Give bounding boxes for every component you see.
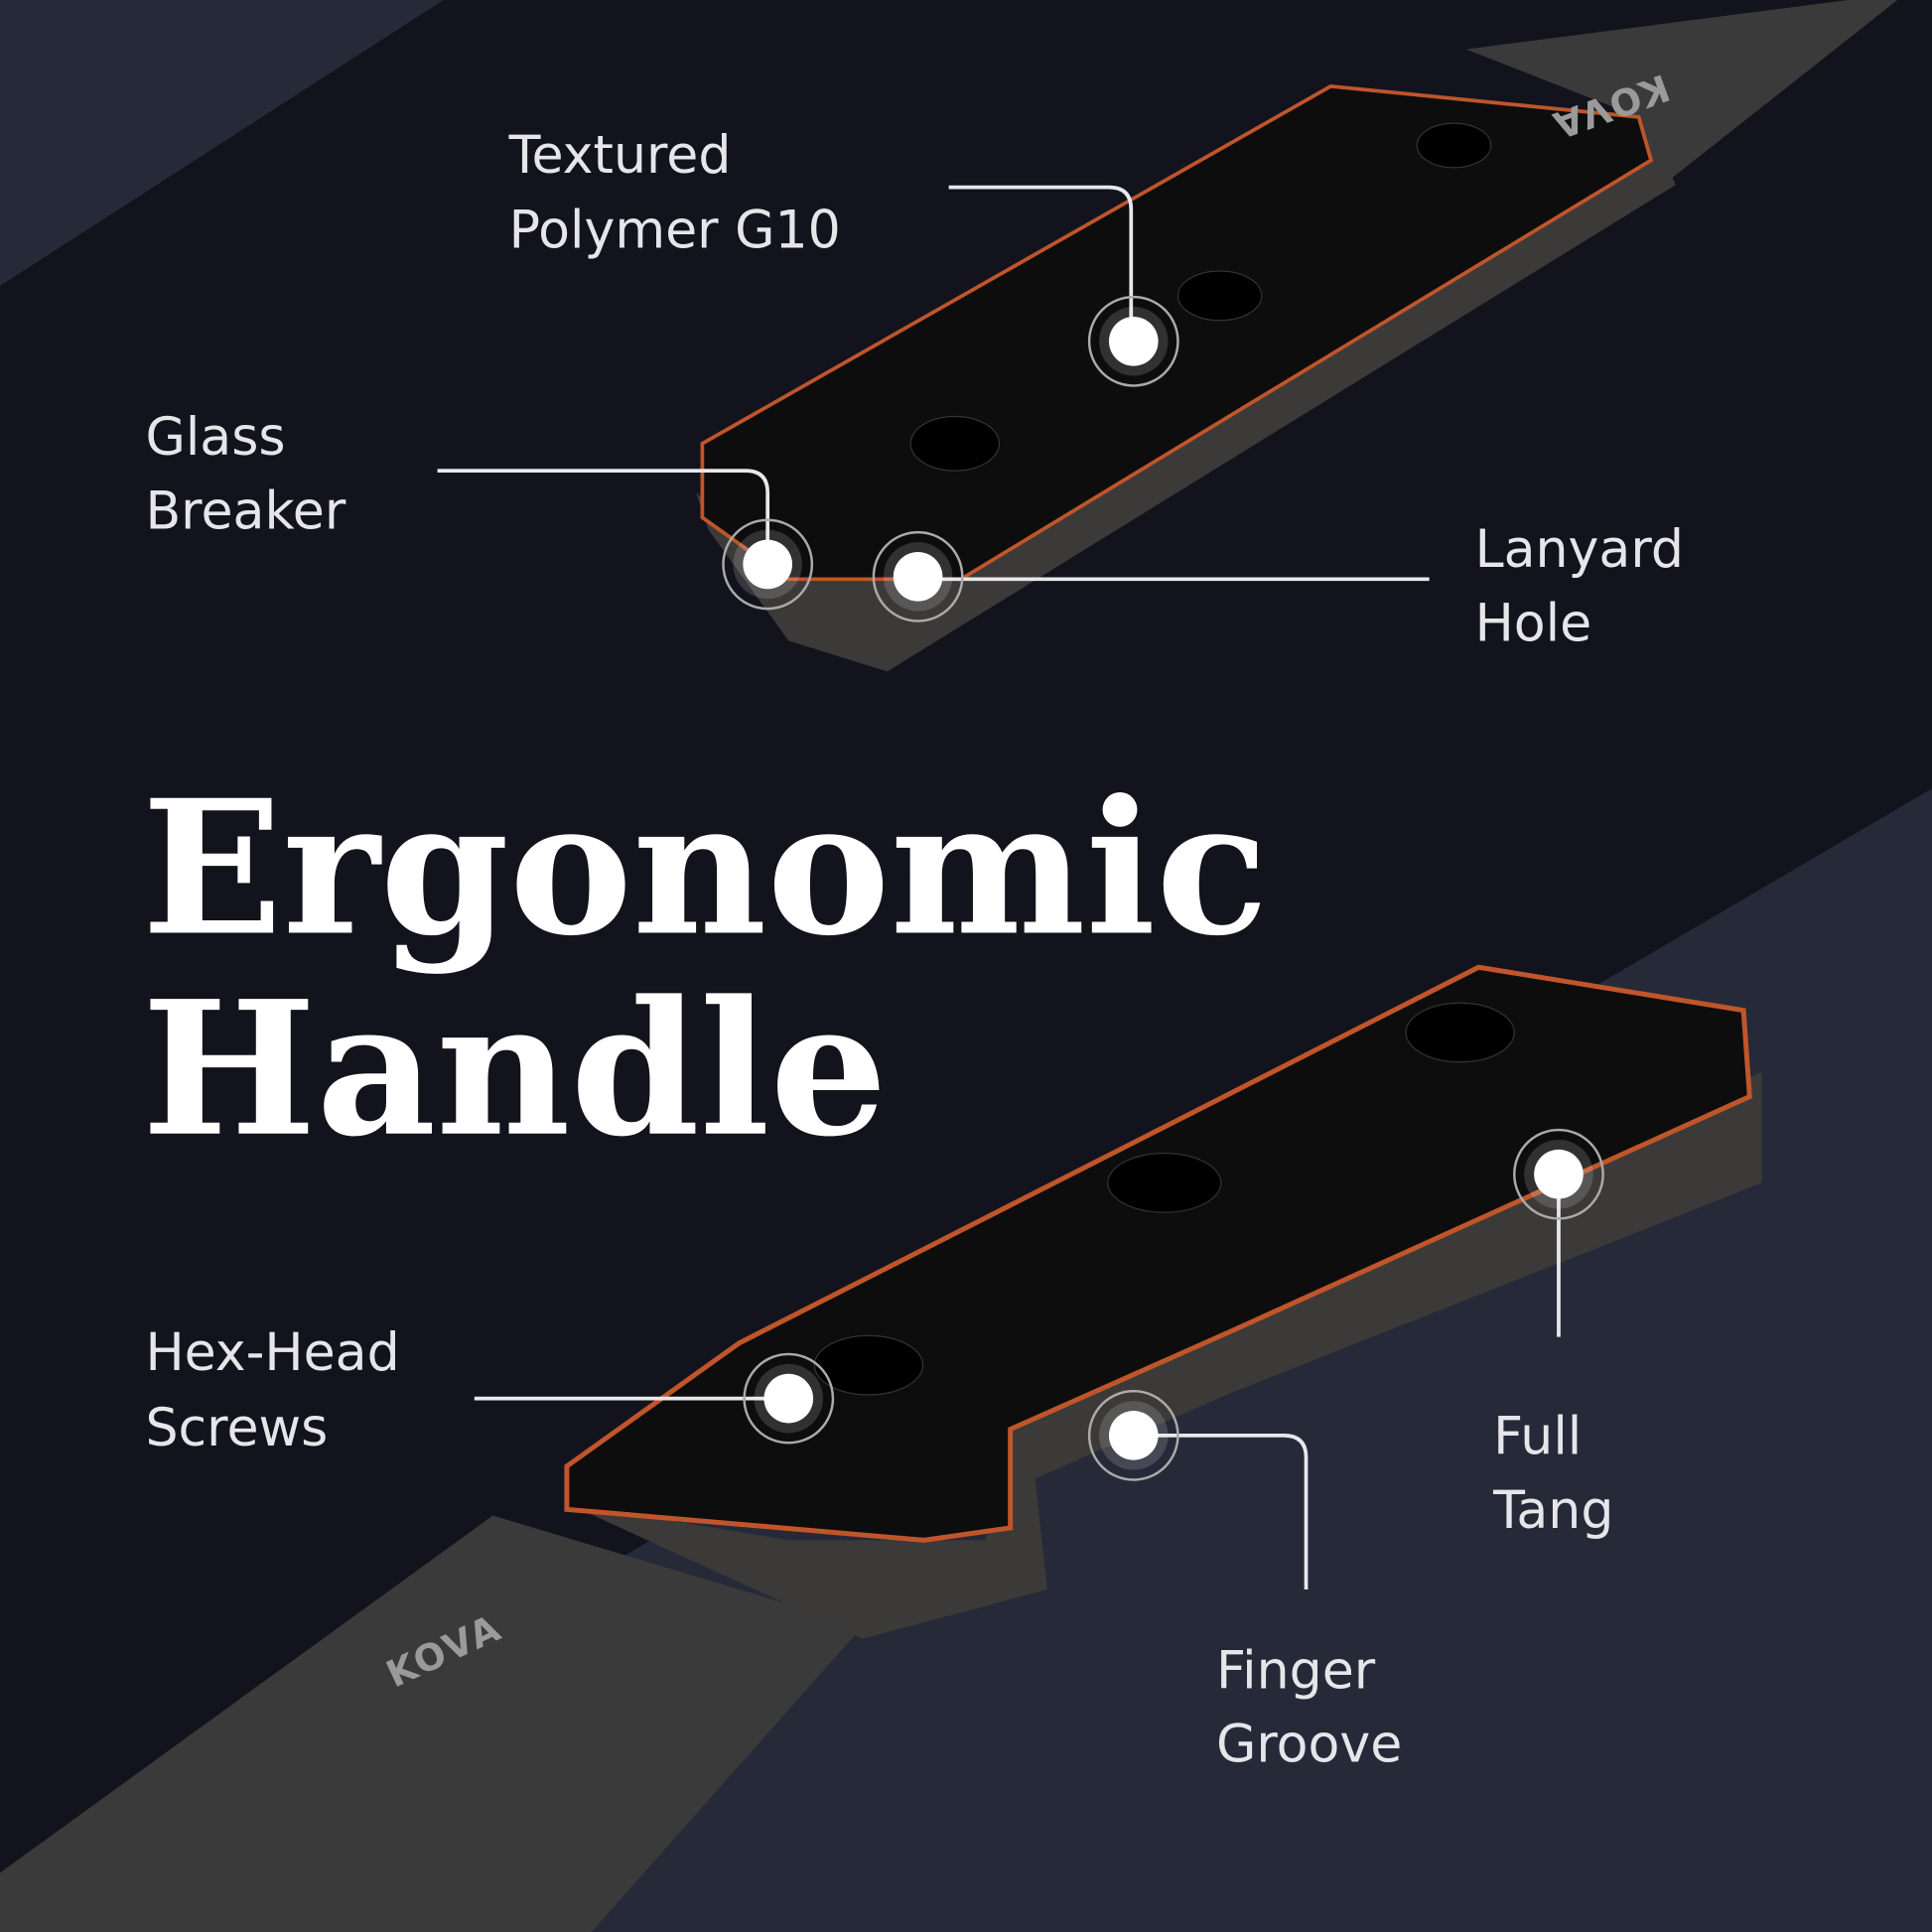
- hotspot-glass-breaker[interactable]: [722, 518, 814, 611]
- label-screws-line1: Hex-Head: [145, 1323, 399, 1383]
- callout-lines: [437, 185, 1561, 1589]
- label-lanyard-line1: Lanyard: [1475, 520, 1684, 580]
- headline-line1: Ergonomic: [142, 759, 1269, 976]
- leader-finger-groove: [1133, 1433, 1309, 1589]
- screw-icon: [909, 415, 1001, 472]
- hotspot-finger-groove[interactable]: [1087, 1389, 1179, 1481]
- screw-icon: [1176, 270, 1263, 322]
- screw-icon: [1107, 1153, 1222, 1213]
- blade-bottom: [0, 1515, 863, 1932]
- screw-icon: [813, 1334, 924, 1396]
- label-textured-line1: Textured: [508, 126, 732, 186]
- leader-glass-breaker: [437, 469, 770, 565]
- leader-textured: [948, 185, 1134, 340]
- label-lanyard-line2: Hole: [1475, 594, 1592, 653]
- label-finger-line2: Groove: [1216, 1716, 1402, 1775]
- screw-icon: [1405, 1002, 1515, 1063]
- hotspot-tang[interactable]: [1513, 1128, 1604, 1220]
- label-tang-line2: Tang: [1492, 1481, 1613, 1541]
- label-finger-line1: Finger: [1216, 1641, 1376, 1701]
- callout-dots: [722, 295, 1604, 1481]
- label-screws-line2: Screws: [145, 1399, 328, 1458]
- knife-bottom: KOVA: [0, 964, 1762, 1932]
- label-textured-line2: Polymer G10: [509, 201, 841, 260]
- blade-top: [1465, 0, 1898, 186]
- hotspot-textured[interactable]: [1087, 295, 1179, 387]
- label-glass-line2: Breaker: [145, 482, 345, 541]
- hotspot-lanyard[interactable]: [872, 530, 964, 622]
- label-glass-line1: Glass: [145, 408, 285, 468]
- background-panel-top: [0, 0, 444, 286]
- label-tang-line1: Full: [1493, 1407, 1582, 1466]
- hotspot-screws[interactable]: [743, 1352, 835, 1445]
- handle-bottom: [564, 964, 1752, 1543]
- headline-line2: Handle: [142, 960, 888, 1177]
- screw-icon: [1416, 122, 1492, 169]
